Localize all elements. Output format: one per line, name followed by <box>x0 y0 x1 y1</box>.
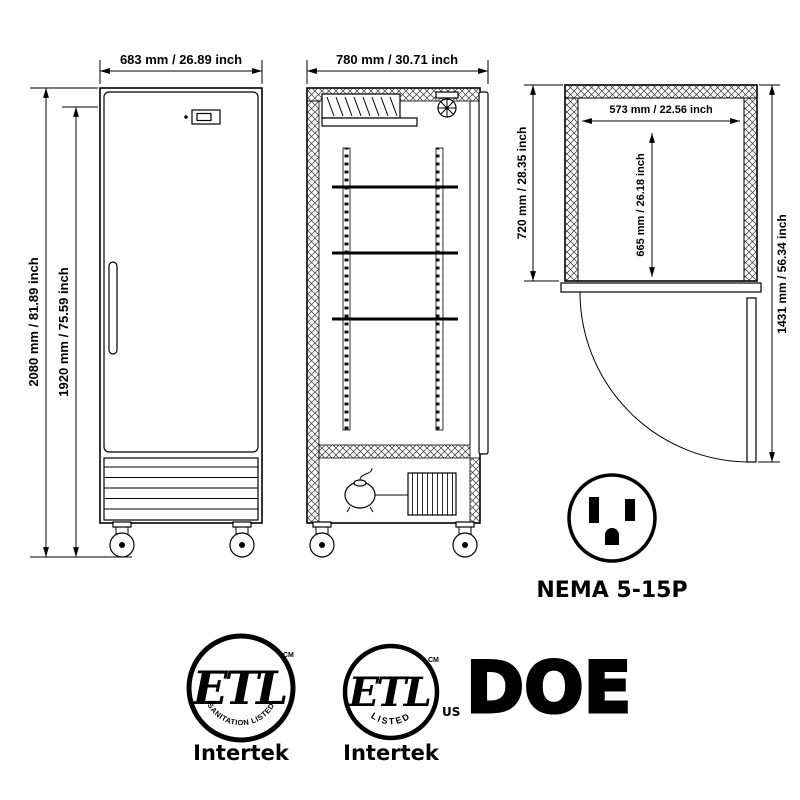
plug-face <box>567 473 657 563</box>
plug-ground-pin <box>605 528 619 545</box>
front-left-caster <box>109 521 135 558</box>
side-depth-label: 780 mm / 30.71 inch <box>336 52 458 67</box>
side-right-caster <box>452 521 478 558</box>
top-view: 573 mm / 22.56 inch 665 mm / 26.18 inch … <box>515 84 789 463</box>
etl-listed-brand: Intertek <box>343 741 440 765</box>
side-front-lower-insulation <box>469 457 481 524</box>
etl-listed-region: US <box>442 705 460 719</box>
front-display-screen <box>196 112 212 122</box>
side-dim-depth: 780 mm / 30.71 inch <box>306 52 489 84</box>
top-interior-outline <box>577 97 745 281</box>
top-left-wall <box>564 97 579 282</box>
top-door-open <box>746 297 757 463</box>
top-door-open-depth-label: 1431 mm / 56.34 inch <box>775 214 789 333</box>
top-right-wall <box>743 97 758 282</box>
front-cabinet <box>99 87 263 558</box>
side-back-insulation <box>306 100 320 524</box>
front-dim-total-height: 2080 mm / 81.89 inch <box>26 87 132 558</box>
top-dim-interior-depth: 665 mm / 26.18 inch <box>635 133 655 277</box>
front-door-height-label: 1920 mm / 75.59 inch <box>56 267 71 396</box>
etl-sanitation-ring <box>186 633 296 743</box>
front-indicator-light <box>184 115 188 119</box>
etl-sanitation-letters: ETL <box>191 661 286 715</box>
top-dim-interior-width: 573 mm / 22.56 inch <box>582 104 740 124</box>
etl-sanitation-cert-mark: CM <box>283 652 294 659</box>
front-dim-door-height: 1920 mm / 75.59 inch <box>56 106 98 557</box>
top-interior-width-label: 573 mm / 22.56 inch <box>609 104 713 116</box>
top-dim-door-open-depth: 1431 mm / 56.34 inch <box>758 84 789 463</box>
etl-listed-ring <box>342 643 440 741</box>
side-cabinet-section <box>306 87 489 558</box>
side-view: 780 mm / 30.71 inch <box>306 52 489 558</box>
side-condenser-coil <box>407 472 457 516</box>
side-shelf-standard-right <box>435 147 444 431</box>
side-shelf-standard-left <box>342 147 351 431</box>
plug-hot-slot <box>625 499 635 521</box>
top-cabinet-depth-label: 720 mm / 28.35 inch <box>515 127 529 240</box>
top-door-closed <box>560 282 762 293</box>
front-door-handle <box>108 261 118 355</box>
etl-listed-letters: ETL <box>348 669 430 716</box>
side-door-panel <box>478 91 489 455</box>
plug-neutral-slot <box>589 497 599 523</box>
front-total-height-label: 2080 mm / 81.89 inch <box>26 257 41 386</box>
side-floor-insulation <box>318 444 471 459</box>
top-cabinet-outline <box>564 84 758 282</box>
top-door-swing-arc <box>579 291 751 463</box>
front-view: 683 mm / 26.89 inch 2080 mm / 81.89 inch… <box>26 52 263 558</box>
etl-listed-logo: ETL CM LISTED US Intertek <box>342 643 460 765</box>
etl-sanitation-logo: ETL CM SANITATION LISTED Intertek <box>186 633 296 765</box>
front-width-label: 683 mm / 26.89 inch <box>120 52 242 67</box>
doe-logo: DOE <box>466 647 631 729</box>
side-left-caster <box>309 521 335 558</box>
side-compressor <box>344 467 408 513</box>
top-dim-cabinet-depth: 720 mm / 28.35 inch <box>515 84 563 282</box>
etl-listed-cert-mark: CM <box>428 657 439 664</box>
front-right-caster <box>229 521 255 558</box>
front-louver-grille <box>103 457 259 521</box>
plug-type-label: NEMA 5-15P <box>536 578 687 603</box>
top-interior-depth-label: 665 mm / 26.18 inch <box>635 153 647 257</box>
front-door <box>103 91 259 453</box>
side-evaporator-unit <box>321 93 418 127</box>
front-dim-width: 683 mm / 26.89 inch <box>99 52 263 84</box>
nema-plug: NEMA 5-15P <box>536 473 688 603</box>
top-back-wall <box>564 84 758 99</box>
etl-sanitation-brand: Intertek <box>193 741 290 765</box>
side-fan <box>435 91 459 118</box>
